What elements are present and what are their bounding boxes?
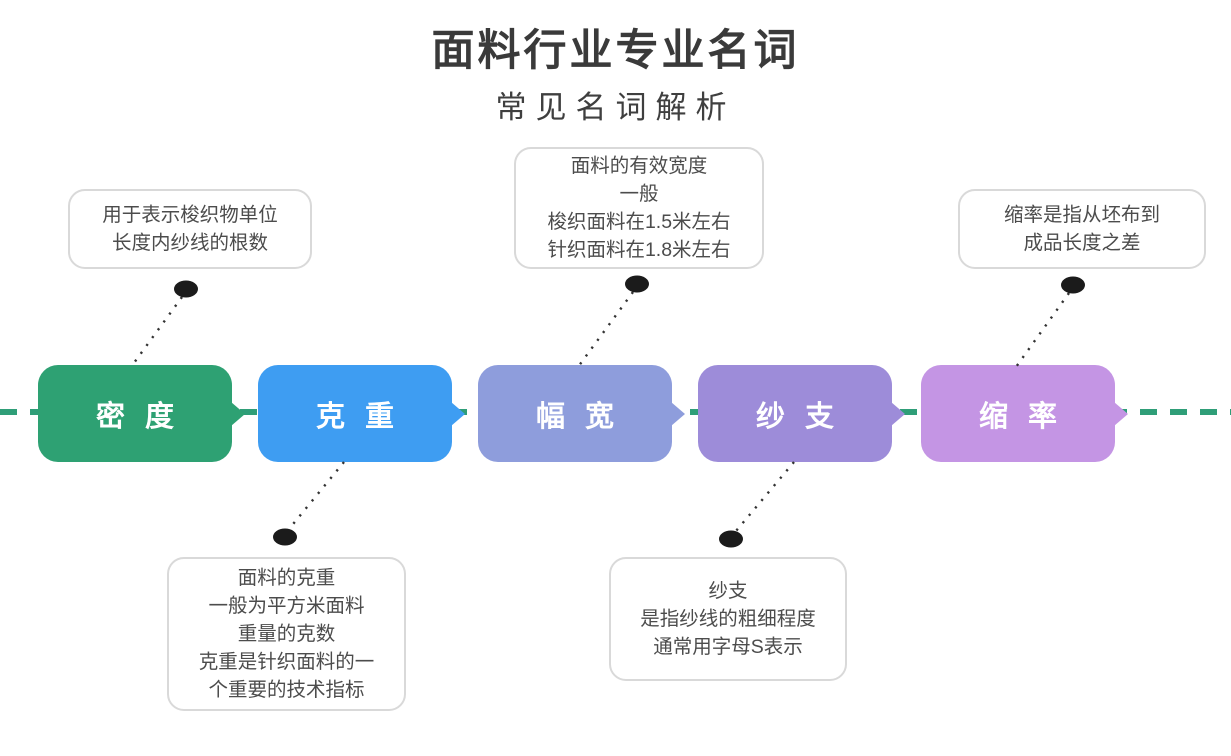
term-box-kezhong: 克 重 — [258, 365, 465, 462]
term-label: 缩 率 — [978, 400, 1064, 433]
callout-line: 成品长度之差 — [1023, 232, 1141, 254]
callout-line: 用于表示梭织物单位 — [102, 204, 278, 226]
connector-line-midu — [130, 296, 183, 368]
callout-shazhi: 纱支 是指纱线的粗细程度 通常用字母S表示 — [609, 557, 847, 681]
arrow-tab-icon — [1114, 401, 1128, 426]
callout-line: 梭织面料在1.5米左右 — [547, 211, 731, 233]
page-subtitle: 常见名词解析 — [495, 90, 736, 125]
callout-line: 是指纱线的粗细程度 — [640, 608, 816, 630]
callout-fukuan: 面料的有效宽度 一般 梭织面料在1.5米左右 针织面料在1.8米左右 — [514, 147, 764, 269]
term-box-midu: 密 度 — [38, 365, 245, 462]
arrow-tab-icon — [231, 401, 245, 426]
callout-midu: 用于表示梭织物单位 长度内纱线的根数 — [68, 189, 312, 269]
connector-dot — [1061, 276, 1085, 294]
callout-line: 一般为平方米面料 — [208, 595, 365, 617]
term-box-shazhi: 纱 支 — [698, 365, 905, 462]
callout-line: 针织面料在1.8米左右 — [547, 239, 731, 261]
connector-line-fukuan — [577, 291, 634, 368]
connector-dot — [719, 530, 743, 548]
callout-suolv: 缩率是指从坯布到 成品长度之差 — [958, 189, 1206, 269]
connector-line-shazhi — [735, 461, 795, 532]
callout-line: 缩率是指从坯布到 — [1003, 204, 1160, 226]
term-label: 密 度 — [95, 400, 181, 433]
connector-line-kezhong — [288, 461, 345, 530]
callout-line: 面料的有效宽度 — [570, 155, 708, 177]
term-label: 幅 宽 — [535, 400, 621, 433]
term-label: 纱 支 — [755, 400, 841, 433]
connector-dot — [273, 528, 297, 546]
arrow-tab-icon — [671, 401, 685, 426]
term-box-suolv: 缩 率 — [921, 365, 1128, 462]
callout-line: 个重要的技术指标 — [208, 679, 365, 701]
arrow-tab-icon — [891, 401, 905, 426]
callout-line: 一般 — [619, 183, 659, 205]
callout-line: 纱支 — [708, 580, 748, 602]
connector-dot — [174, 280, 198, 298]
callout-kezhong: 面料的克重 一般为平方米面料 重量的克数 克重是针织面料的一 个重要的技术指标 — [167, 557, 406, 711]
term-box-fukuan: 幅 宽 — [478, 365, 685, 462]
callout-line: 克重是针织面料的一 — [198, 651, 375, 673]
page-title: 面料行业专业名词 — [431, 27, 800, 75]
term-label: 克 重 — [315, 400, 401, 433]
callout-line: 面料的克重 — [237, 567, 336, 589]
callout-line: 通常用字母S表示 — [653, 636, 803, 658]
callout-line: 重量的克数 — [237, 623, 336, 645]
callout-line: 长度内纱线的根数 — [111, 232, 268, 254]
connector-line-suolv — [1015, 292, 1070, 368]
connector-dot — [625, 275, 649, 293]
arrow-tab-icon — [451, 401, 465, 426]
